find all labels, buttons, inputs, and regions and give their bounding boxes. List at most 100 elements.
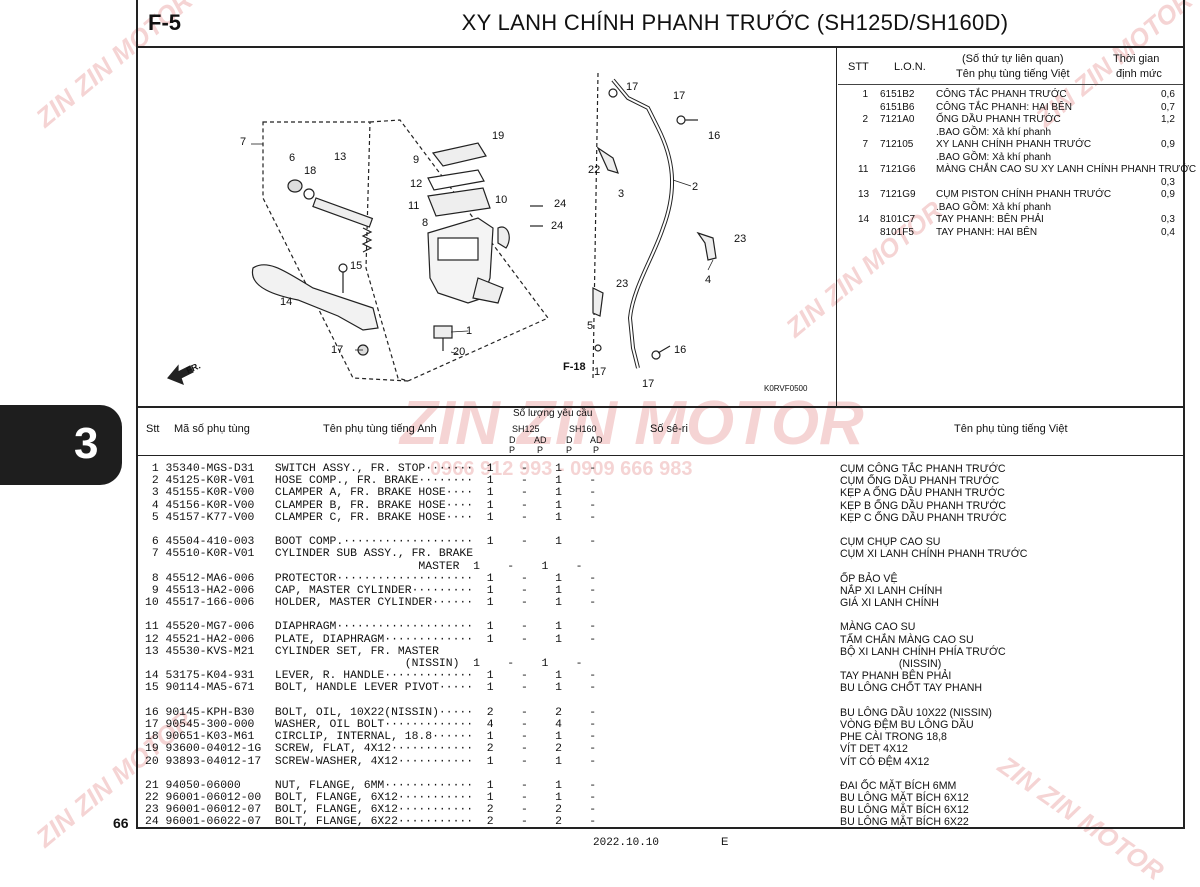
table-row: 13 45530-KVS-M21 CYLINDER SET, FR. MASTE… — [145, 645, 439, 658]
ref-row-name: .BAO GỒM: Xả khí phanh — [936, 151, 1052, 163]
ref-head-time-1: Thời gian — [1113, 53, 1160, 65]
col-head-p3: P — [566, 445, 573, 455]
table-row-vn-name: VÍT DẸT 4X12 — [840, 743, 908, 756]
ref-row-code: 8101C7 — [880, 214, 916, 225]
col-head-p2: P — [537, 445, 544, 455]
table-row: 10 45517-166-006 HOLDER, MASTER CYLINDER… — [145, 597, 597, 610]
footer-edition: E — [721, 836, 729, 848]
table-row-vn-name: ĐAI ỐC MẶT BÍCH 6MM — [840, 779, 957, 792]
callout-6: 6 — [289, 152, 296, 164]
table-row: 21 94050-06000 NUT, FLANGE, 6MM·········… — [145, 779, 597, 792]
callout-7: 7 — [240, 136, 247, 148]
ref-row-stt: 11 — [858, 164, 869, 175]
ref-row-name: ỐNG DẦU PHANH TRƯỚC — [936, 114, 1061, 125]
ref-row-code: 7121G6 — [880, 164, 916, 175]
callout-22: 22 — [588, 164, 601, 176]
table-row: (NISSIN) 1 - 1 - — [145, 658, 583, 670]
table-row: 6 45504-410-003 BOOT COMP.··············… — [145, 536, 597, 549]
callout-20: 20 — [453, 346, 466, 358]
ref-row-name: .BAO GỒM: Xả khí phanh — [936, 201, 1052, 213]
callout-8: 8 — [422, 217, 429, 229]
table-row-vn-name — [840, 768, 1027, 780]
callout-11: 11 — [408, 200, 420, 212]
table-row: 16 90145-KPH-B30 BOLT, OIL, 10X22(NISSIN… — [145, 706, 597, 719]
ref-head-line — [838, 84, 1183, 85]
callout-17d: 17 — [642, 378, 655, 390]
table-row: 15 90114-MA5-671 BOLT, HANDLE LEVER PIVO… — [145, 682, 597, 695]
table-row-vn-name: VÒNG ĐỆM BU LÔNG DẦU — [840, 718, 974, 731]
ref-row-stt: 7 — [862, 139, 868, 150]
col-head-sh160: SH160 — [569, 424, 597, 434]
col-head-en: Tên phụ tùng tiếng Anh — [323, 423, 437, 435]
table-row-vn-name: NẮP XI LANH CHÍNH — [840, 584, 943, 597]
section-tab: 3 — [0, 405, 122, 485]
table-row: 3 45155-K0R-V00 CLAMPER A, FR. BRAKE HOS… — [145, 487, 597, 500]
col-head-p4: P — [593, 445, 600, 455]
table-divider — [136, 406, 1185, 408]
page-frame — [136, 0, 1185, 829]
ref-row-code: 6151B6 — [880, 101, 915, 113]
callout-17a: 17 — [626, 81, 639, 93]
ref-row-code: 712105 — [880, 139, 914, 150]
callout-10: 10 — [495, 194, 508, 206]
callout-4: 4 — [705, 274, 712, 286]
ref-row-name: XY LANH CHÍNH PHANH TRƯỚC — [936, 139, 1092, 150]
table-row-vn-name — [840, 695, 1027, 707]
callout-17b: 17 — [673, 90, 686, 102]
col-head-partno: Mã số phụ tùng — [174, 423, 250, 435]
section-code: F-5 — [148, 10, 181, 35]
ref-row-name: .BAO GỒM: Xả khí phanh — [936, 126, 1052, 138]
diagram-ref-code: K0RVF0500 — [764, 384, 808, 393]
table-row-vn-name: KẸP C ỐNG DẦU PHANH TRƯỚC — [840, 511, 1007, 524]
ref-head-name-1: (Số thứ tự liên quan) — [962, 53, 1064, 65]
ref-row-code: 6151B2 — [880, 89, 915, 100]
table-row: 17 90545-300-000 WASHER, OIL BOLT·······… — [145, 718, 597, 731]
col-head-sub-d2: D — [566, 435, 573, 445]
col-head-vn: Tên phụ tùng tiếng Việt — [954, 423, 1068, 435]
table-row-vn-name: ỐP BẢO VỆ — [840, 572, 898, 585]
col-head-sh125: SH125 — [512, 424, 540, 434]
ref-row-name: MÀNG CHẮN CAO SU XY LANH CHÍNH PHANH TRƯ… — [936, 164, 1197, 175]
diagram-drawing — [167, 72, 717, 386]
callout-16a: 16 — [708, 130, 721, 142]
col-head-sub-ad1: AD — [534, 435, 547, 445]
table-row: 1 35340-MGS-D31 SWITCH ASSY., FR. STOP··… — [145, 463, 597, 475]
callout-2: 2 — [692, 181, 699, 193]
ref-row-time: 0,4 — [1161, 226, 1175, 238]
page-title: XY LANH CHÍNH PHANH TRƯỚC (SH125D/SH160D… — [461, 10, 1009, 35]
table-row: 8 45512-MA6-006 PROTECTOR···············… — [145, 572, 597, 585]
table-row-vn-name: VÍT CÓ ĐỆM 4X12 — [840, 755, 930, 768]
callout-16b: 16 — [674, 344, 687, 356]
ref-head-stt: STT — [848, 61, 869, 73]
table-row: 20 93893-04012-17 SCREW-WASHER, 4X12····… — [145, 755, 597, 768]
table-row: 9 45513-HA2-006 CAP, MASTER CYLINDER····… — [145, 584, 597, 597]
table-row — [145, 695, 596, 707]
callout-17c: 17 — [594, 366, 607, 378]
table-row-vn-name: BU LÔNG DẦU 10X22 (NISSIN) — [840, 706, 992, 719]
footer-date: 2022.10.10 — [593, 837, 660, 849]
ref-row-code: 7121G9 — [880, 189, 916, 200]
callout-12: 12 — [410, 178, 423, 190]
table-row: 19 93600-04012-1G SCREW, FLAT, 4X12·····… — [145, 743, 597, 756]
parts-table-body: 1 35340-MGS-D31 SWITCH ASSY., FR. STOP··… — [145, 463, 596, 829]
ref-row-stt: 1 — [862, 89, 868, 100]
ref-row-name: TAY PHANH: BÊN PHẢI — [936, 214, 1044, 225]
ref-row-time: 0,3 — [1161, 214, 1175, 225]
table-row: 7 45510-K0R-V01 CYLINDER SUB ASSY., FR. … — [145, 548, 474, 561]
callout-14: 14 — [280, 296, 293, 308]
ref-row-name: CÔNG TẮC PHANH: HAI BÊN — [936, 101, 1072, 113]
ref-row-time: 0,9 — [1161, 189, 1175, 200]
col-head-sub-d1: D — [509, 435, 516, 445]
col-head-serial: Số sê-ri — [650, 423, 688, 435]
callout-15: 15 — [350, 260, 363, 272]
ref-row-time: 0,3 — [1161, 176, 1175, 188]
callout-24a: 24 — [554, 198, 567, 210]
table-row: 4 45156-K0R-V00 CLAMPER B, FR. BRAKE HOS… — [145, 499, 597, 512]
table-row: 2 45125-K0R-V01 HOSE COMP., FR. BRAKE···… — [145, 475, 597, 488]
table-row-vn-name — [840, 609, 1027, 621]
col-head-p1: P — [509, 445, 516, 455]
table-row: 5 45157-K77-V00 CLAMPER C, FR. BRAKE HOS… — [145, 511, 597, 524]
section-tab-label: 3 — [74, 419, 99, 468]
table-head-line — [138, 455, 1185, 456]
